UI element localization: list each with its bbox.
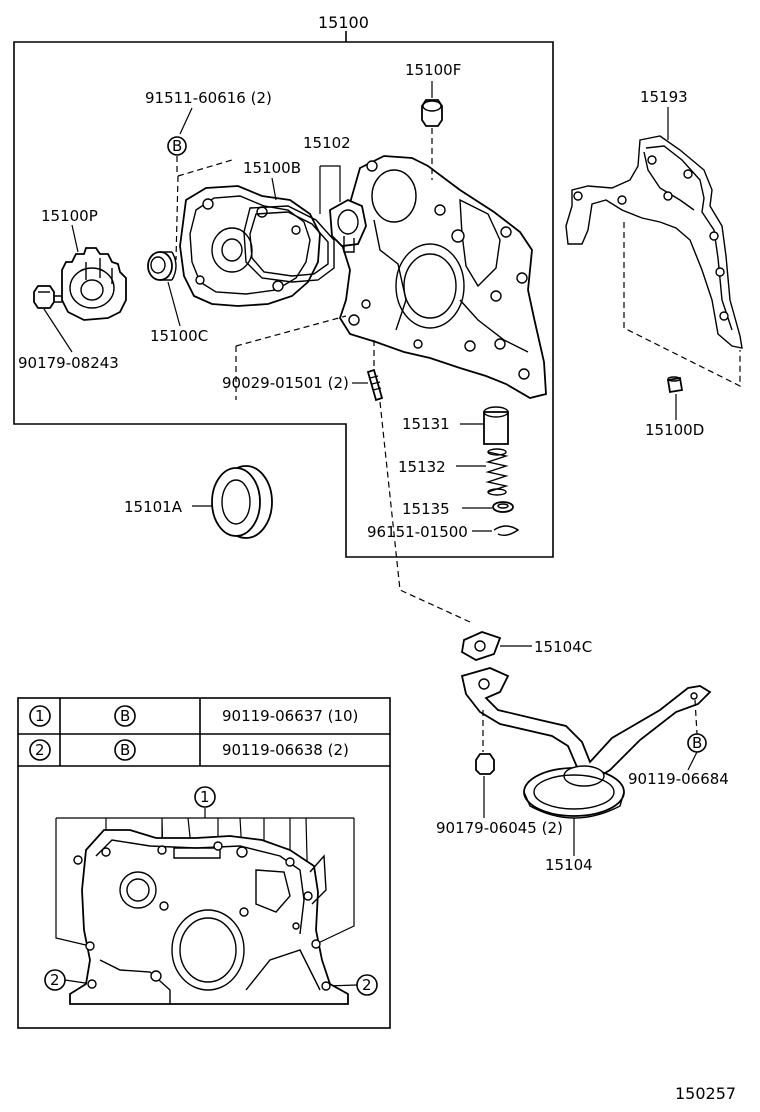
callout-1: 1: [194, 786, 216, 808]
label-15100B: 15100B: [243, 159, 301, 177]
label-15104: 15104: [545, 856, 593, 874]
label-15131: 15131: [402, 415, 450, 433]
snap-ring: [493, 525, 520, 537]
strainer-nut: [475, 753, 495, 775]
bolt-top-leader: [179, 107, 193, 135]
label-15104C: 15104C: [534, 638, 592, 656]
callout-2-left: 2: [44, 969, 66, 991]
svg-text:B: B: [692, 734, 702, 752]
svg-text:B: B: [120, 707, 130, 725]
label-15135: 15135: [402, 500, 450, 518]
label-15102: 15102: [303, 134, 351, 152]
svg-text:2: 2: [362, 976, 372, 994]
svg-text:2: 2: [35, 741, 45, 759]
label-15100P: 15100P: [41, 207, 98, 225]
oil-pump-body: [339, 155, 547, 399]
label-15100C: 15100C: [150, 327, 208, 345]
plug: [421, 99, 443, 127]
drive-gear: [61, 247, 127, 321]
pump-body-sketch: [69, 829, 349, 1005]
svg-text:90119-06638 (2): 90119-06638 (2): [222, 741, 349, 759]
callout-b-strainer: B: [687, 733, 707, 753]
label-15101A: 15101A: [124, 498, 183, 516]
label-15100D: 15100D: [645, 421, 704, 439]
oil-strainer: [460, 667, 712, 819]
label-96151-01500: 96151-01500: [367, 523, 468, 541]
label-90179-08243: 90179-08243: [18, 354, 119, 372]
svg-text:1: 1: [200, 788, 210, 806]
legend-row-1: 1 B 90119-06637 (10): [29, 705, 358, 727]
legend-row-2: 2 B 90119-06638 (2): [29, 739, 349, 761]
relief-valve: [483, 406, 509, 445]
oil-seal: [211, 465, 273, 539]
bolt-legend-panel: 1 B 90119-06637 (10) 2 B 90119-06638 (2)…: [17, 697, 391, 1029]
dowel-pin: [666, 376, 684, 394]
strainer-gasket: [461, 631, 502, 661]
callout-2-right: 2: [356, 974, 378, 996]
rotor-gasket: [243, 205, 335, 283]
label-91511-60616: 91511-60616 (2): [145, 89, 272, 107]
assembly-frame: [13, 41, 554, 558]
front-cover-gasket: [565, 135, 743, 349]
strainer-bolt-leader: [687, 751, 698, 771]
strainer-dash: [379, 401, 471, 623]
svg-text:2: 2: [50, 971, 60, 989]
label-90029-01501: 90029-01501 (2): [222, 374, 349, 392]
label-15100F: 15100F: [405, 61, 461, 79]
stud: [366, 368, 384, 402]
cover-dash-outline: [175, 159, 233, 261]
gear-leader: [71, 224, 79, 253]
svg-text:B: B: [120, 741, 130, 759]
svg-text:90119-06637 (10): 90119-06637 (10): [222, 707, 358, 725]
label-90179-06045: 90179-06045 (2): [436, 819, 563, 837]
gasket-dash: [623, 222, 741, 387]
retainer: [492, 501, 514, 513]
body-dash-left: [235, 315, 347, 347]
rotor-leader: [319, 165, 341, 214]
label-15132: 15132: [398, 458, 446, 476]
svg-text:B: B: [172, 137, 182, 155]
callout-b-top: B: [167, 136, 187, 156]
label-90119-06684: 90119-06684: [628, 770, 729, 788]
small-seal: [147, 251, 177, 281]
figure-code: 150257: [675, 1084, 736, 1103]
cover-leader: [271, 177, 277, 201]
relief-spring: [485, 448, 509, 496]
seal-leader: [167, 281, 181, 327]
label-15100: 15100: [318, 13, 369, 32]
gear-bolt: [33, 285, 62, 309]
svg-text:1: 1: [35, 707, 45, 725]
rotor-shaft: [329, 198, 367, 253]
pump-cover: [179, 185, 321, 307]
strainer-bolt-dash: [694, 699, 698, 735]
label-15193: 15193: [640, 88, 688, 106]
gear-bolt-leader: [43, 308, 73, 353]
